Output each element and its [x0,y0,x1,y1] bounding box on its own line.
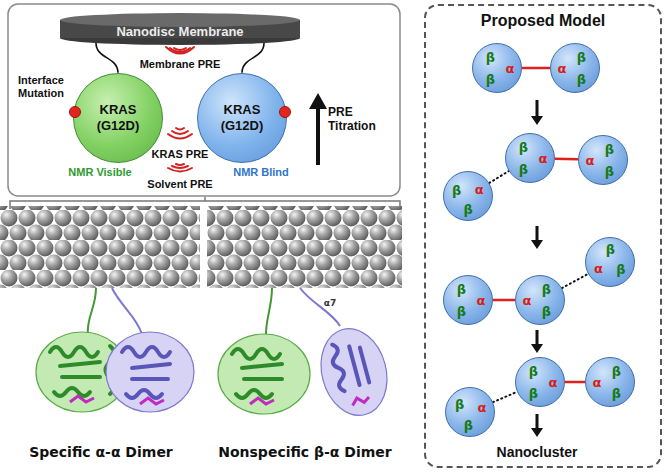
node-label: KRAS (G12D) [206,102,278,133]
beta-site: β [577,73,586,86]
beta-site: β [486,73,495,86]
beta-alpha-contact [489,171,508,183]
mutation-dot [280,107,291,118]
nanodisc-membrane: Nanodisc Membrane [60,12,300,46]
annotation-label: Nonspecific β-α Dimer [205,444,405,460]
beta-site: β [452,183,461,196]
kras-sphere: αββ [515,275,565,325]
alpha-site: α [586,154,595,167]
alpha-site: α [506,62,515,75]
beta-site: β [529,387,538,400]
kras-sphere: αββ [472,43,522,93]
kras-sphere: αββ [443,275,493,325]
beta-site: β [486,50,495,63]
alpha-site: α [475,183,484,196]
annotation-label: Solvent PRE [130,178,230,191]
kras-sphere: αββ [585,237,635,287]
beta-site: β [542,282,551,295]
node-label: Nanodisc Membrane [116,24,243,39]
annotation-label: PRE Titration [328,106,390,134]
annotation-label: NMR Blind [216,166,306,179]
alpha-alpha-bond [493,299,515,302]
annotation-label: KRAS PRE [135,148,225,161]
beta-site: β [464,418,473,431]
beta-site: β [616,262,625,275]
beta-site: β [529,364,538,377]
alpha-site: α [558,62,567,75]
kras-sphere: αββ [515,357,565,407]
kras-sphere: αββ [443,171,493,221]
kras-sphere: αββ [550,43,600,93]
alpha-site: α [539,152,548,165]
alpha-site: α [477,400,486,413]
beta-site: β [605,142,614,155]
annotation-label: NMR Visible [56,166,144,179]
kras-sphere: αββ [585,357,635,407]
mutation-dot [70,107,81,118]
membrane-spheres [0,206,402,288]
kras-lavender-protein [312,321,397,423]
kras-sphere: αββ [505,133,555,183]
alpha-site: α [477,294,486,307]
beta-site: β [457,305,466,318]
beta-alpha-contact [493,392,517,402]
beta-alpha-contact [562,274,588,288]
annotation-label: Interface Mutation [12,74,70,99]
beta-site: β [464,202,473,215]
membrane-tether [96,43,118,73]
alpha-site: α [549,376,558,389]
annotation-label: α7 [318,298,342,308]
beta-site: β [457,282,466,295]
kras-circle: KRAS (G12D) [73,73,163,163]
beta-site: β [605,165,614,178]
beta-site: β [519,140,528,153]
kras-sphere: αββ [445,387,495,437]
linkers [88,288,340,334]
kras-lavender-protein [106,332,194,412]
annotation-label: Nanocluster [482,444,592,460]
alpha-site: α [593,376,602,389]
beta-site: β [542,305,551,318]
kras-green-protein [218,334,310,414]
alpha-site: α [523,294,532,307]
node-label: KRAS (G12D) [82,102,154,133]
titration-arrow [309,93,327,165]
annotation-label: Membrane PRE [130,58,230,71]
alpha-alpha-bond [555,157,578,160]
beta-site: β [519,163,528,176]
kras-sphere: αββ [578,135,628,185]
alpha-alpha-bond [522,67,550,70]
alpha-alpha-bond [565,381,585,384]
alpha-site: α [594,262,603,275]
beta-site: β [612,364,621,377]
node-label: Proposed Model [426,12,660,30]
schematic-frame [8,4,400,196]
beta-site: β [606,243,615,256]
beta-site: β [612,387,621,400]
beta-site: β [577,50,586,63]
model-panel: Proposed Modelαββαββαββαββαββαββαββαββαβ… [424,4,662,468]
kras-circle: KRAS (G12D) [197,73,287,163]
membrane-tether [242,43,264,73]
annotation-label: Specific α-α Dimer [0,444,202,460]
beta-site: β [455,398,464,411]
